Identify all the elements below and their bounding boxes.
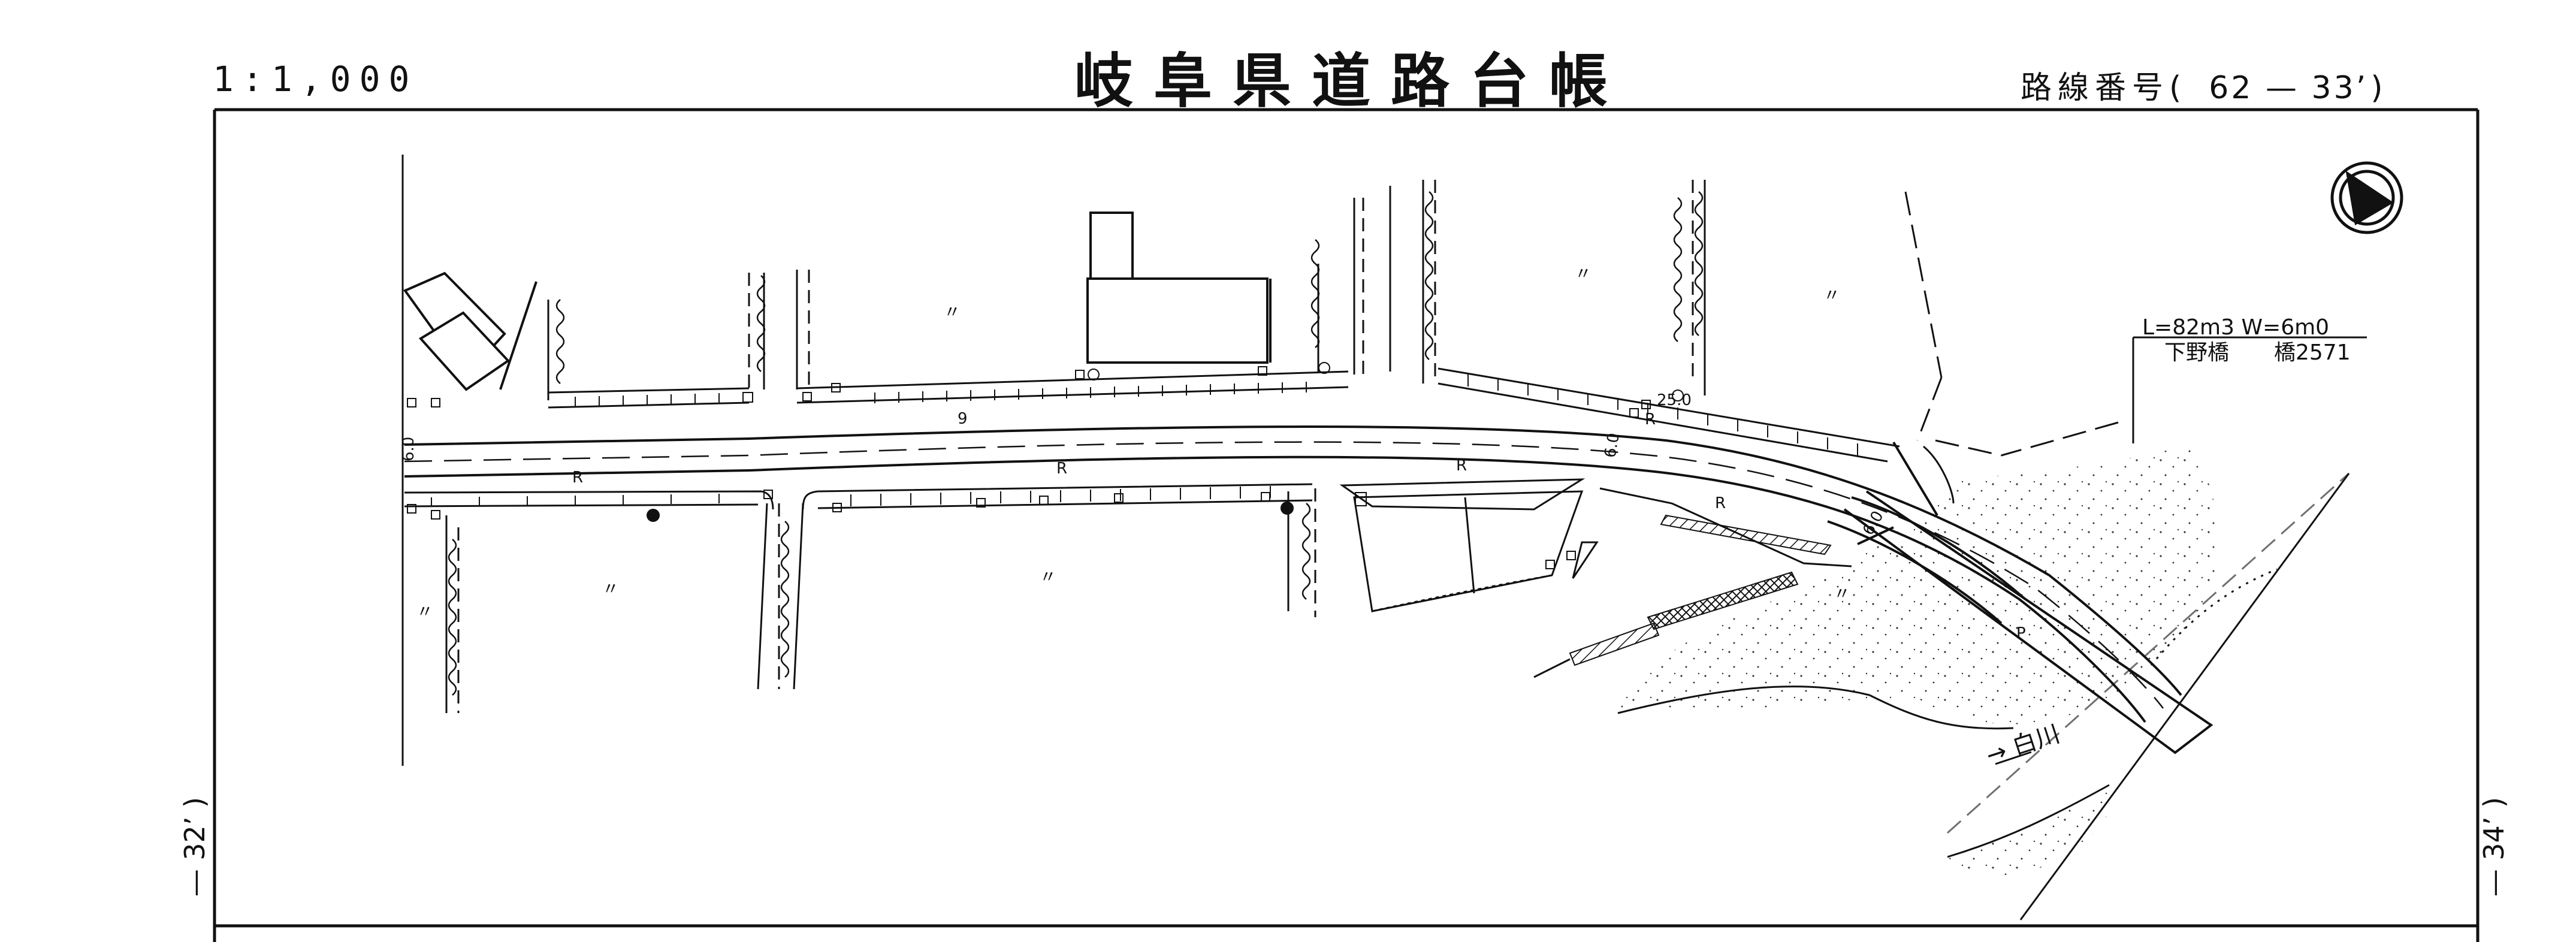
sheet-title: 岐阜県道路台帳 (1074, 47, 1629, 116)
embankment-marks (448, 191, 1704, 696)
land-use-3: 〃 (1823, 285, 1840, 305)
elevation-mark: 25.0 (1657, 391, 1692, 409)
sheet-frame (213, 108, 2480, 942)
land-use-4: 〃 (602, 579, 619, 599)
route-number: 路線番号( 62 — 33’) (2021, 62, 2385, 107)
route-number-label: 路線番号( (2021, 70, 2188, 106)
land-use-2: 〃 (1575, 264, 1591, 283)
main-road (404, 425, 2213, 754)
road-mark-nine: 9 (958, 410, 968, 428)
bridge-name: 下野橋 (2164, 340, 2229, 365)
road-mark-r4: R (1715, 494, 1726, 512)
route-number-close: ) (2370, 70, 2385, 106)
river-flow-label: → 白川 (1983, 720, 2063, 770)
land-use-7: 〃 (1834, 584, 1850, 603)
land-use-5: 〃 (1040, 567, 1056, 587)
parcel-boundaries (401, 155, 1706, 766)
land-use-6: 〃 (416, 602, 433, 621)
retaining-wall (1533, 514, 1832, 678)
river-boundary (1946, 472, 2350, 920)
lower-roadside (404, 478, 1852, 567)
road-mark-r1: R (572, 469, 583, 487)
buildings (403, 212, 1272, 391)
road-mark-r2: R (1056, 460, 1067, 478)
road-mark-r3: R (1456, 457, 1467, 475)
river-flow-arrow (1995, 751, 2032, 765)
upper-roadside (548, 367, 1900, 463)
land-use-1: 〃 (944, 302, 961, 322)
road-mark-r5: R (1645, 410, 1656, 428)
map-scale: 1:1,000 (213, 59, 418, 99)
bridge-dimensions: L=82m3 W=6m0 (2142, 315, 2329, 340)
road-width-b: 6.0 (1601, 431, 1623, 459)
bridge-number: 橋2571 (2274, 340, 2351, 365)
bridge-annotation-bracket (2132, 336, 2367, 443)
road-width-a: 6.0 (400, 437, 418, 461)
riverbed (1617, 443, 2278, 875)
embankment-lots (1353, 490, 1599, 612)
lots-right (1904, 191, 2119, 504)
north-arrow-icon (2330, 161, 2403, 234)
route-number-value: 62 — 33’ (2209, 70, 2369, 106)
utility-symbols (407, 362, 1684, 569)
bridge-structure (1827, 441, 2027, 624)
road-mark-p: P (2016, 624, 2026, 642)
road-width-c: 6.0 (1859, 508, 1888, 539)
